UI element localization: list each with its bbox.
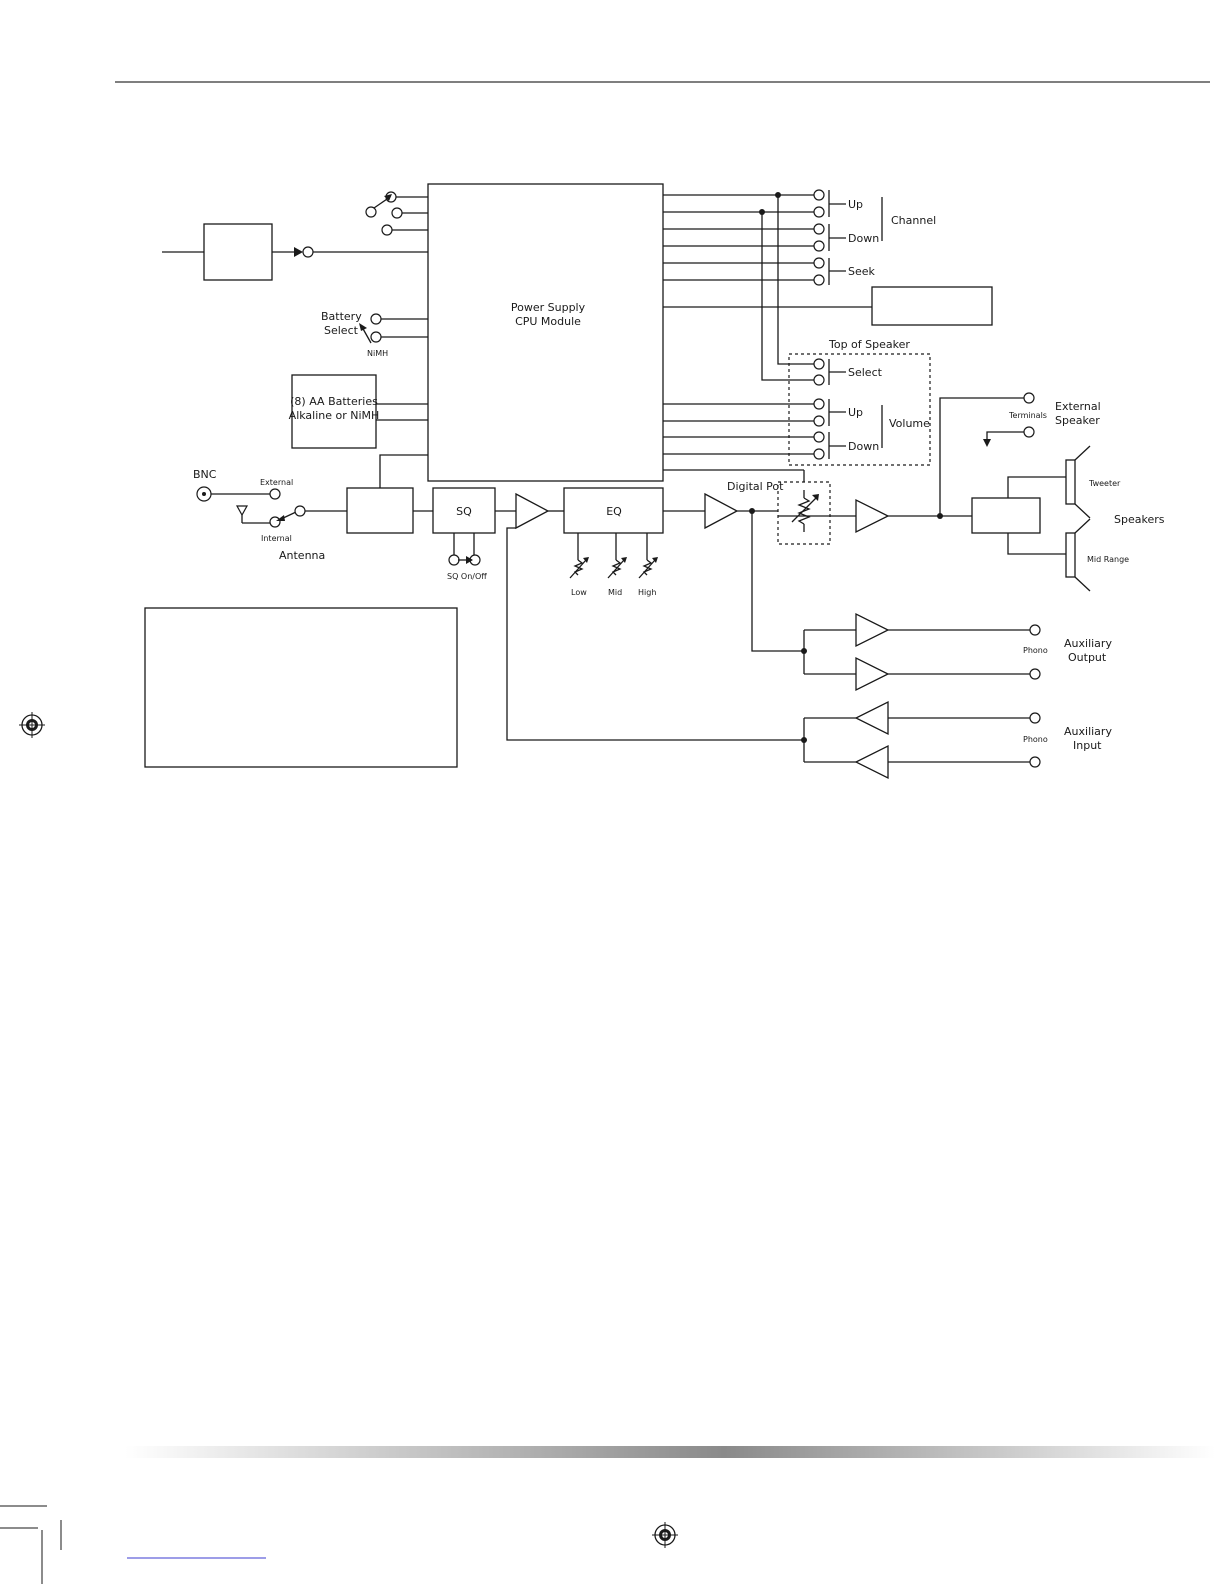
channel-down-label: Down	[848, 232, 879, 245]
mid-range-label: Mid Range	[1087, 555, 1129, 564]
mid-range-icon	[1065, 532, 1076, 578]
cpu-module: Power Supply CPU Module	[427, 183, 664, 482]
registration-mark-icon	[652, 1522, 678, 1548]
external-speaker-label-2: Speaker	[1055, 414, 1100, 427]
select-label: Select	[848, 366, 883, 379]
batteries-label-1: (8) AA Batteries	[290, 395, 378, 408]
battery-pack: (8) AA Batteries Alkaline or NiMH	[289, 374, 428, 449]
eq-label: EQ	[606, 505, 622, 518]
nimh-label: NiMH	[367, 349, 388, 358]
aux-in-label-1: Auxiliary	[1064, 725, 1112, 738]
footer-fade-bar	[125, 1446, 1215, 1458]
note-box	[144, 607, 458, 768]
power-jack-terminal	[302, 246, 314, 258]
tweeter-icon	[1065, 459, 1076, 505]
bnc-label: BNC	[193, 468, 217, 481]
sq-label: SQ	[456, 505, 472, 518]
power-switch	[365, 191, 428, 236]
power-input-section	[162, 223, 428, 281]
cpu-module-title-2: CPU Module	[515, 315, 581, 328]
power-input-box	[203, 223, 273, 281]
eq-mid-label: Mid	[608, 588, 622, 597]
amp-triangle	[704, 492, 739, 530]
tuner-box	[346, 487, 414, 534]
display-box	[871, 286, 993, 326]
volume-label: Volume	[889, 417, 930, 430]
eq-high-label: High	[638, 588, 656, 597]
preamp-triangle	[515, 492, 550, 530]
sq-switch-label: SQ On/Off	[447, 572, 487, 581]
antenna-icon	[235, 505, 249, 517]
aux-in-label-2: Input	[1073, 739, 1102, 752]
digital-pot: Digital Pot	[663, 469, 856, 545]
speakers: Tweeter Mid Range Speakers	[971, 445, 1165, 592]
auxiliary-output: Phono Auxiliary Output	[751, 511, 1112, 692]
aux-out-label-1: Auxiliary	[1064, 637, 1112, 650]
eq-section: EQ Low Mid High	[563, 487, 705, 597]
volume-up-label: Up	[848, 406, 863, 419]
cpu-module-title-1: Power Supply	[511, 301, 586, 314]
battery-select-label-2: Select	[324, 324, 359, 337]
tweeter-label: Tweeter	[1088, 479, 1121, 488]
crop-marks	[0, 1505, 62, 1584]
top-of-speaker-label: Top of Speaker	[828, 338, 910, 351]
digital-pot-label: Digital Pot	[727, 480, 784, 493]
volume-down-label: Down	[848, 440, 879, 453]
external-speaker-terminals: Terminals External Speaker	[939, 392, 1101, 516]
terminals-label: Terminals	[1008, 411, 1047, 420]
internal-label: Internal	[261, 534, 292, 543]
antenna-label: Antenna	[279, 549, 325, 562]
channel-label: Channel	[891, 214, 936, 227]
battery-select-label-1: Battery	[321, 310, 362, 323]
crossover-box	[971, 497, 1041, 534]
eq-low-label: Low	[571, 588, 587, 597]
external-label: External	[260, 478, 293, 487]
seek-label: Seek	[848, 265, 876, 278]
battery-select-switch: Battery Select NiMH	[321, 310, 428, 358]
ground-arrow-icon	[983, 439, 991, 447]
aux-out-label-2: Output	[1068, 651, 1107, 664]
batteries-label-2: Alkaline or NiMH	[289, 409, 380, 422]
squelch-section: SQ SQ On/Off	[432, 487, 516, 581]
power-amp-triangle	[855, 498, 890, 534]
antenna-section: BNC External Internal Antenna	[193, 454, 433, 562]
arrow-right-icon	[294, 247, 303, 257]
registration-mark-icon	[19, 712, 45, 738]
speakers-label: Speakers	[1114, 513, 1165, 526]
control-buttons: Up Down Seek Channel Top of Speaker Sele…	[663, 189, 993, 466]
channel-up-label: Up	[848, 198, 863, 211]
auxiliary-input: Phono Auxiliary Input	[506, 527, 1112, 780]
aux-out-phono-label: Phono	[1023, 646, 1048, 655]
external-speaker-label-1: External	[1055, 400, 1101, 413]
aux-in-phono-label: Phono	[1023, 735, 1048, 744]
